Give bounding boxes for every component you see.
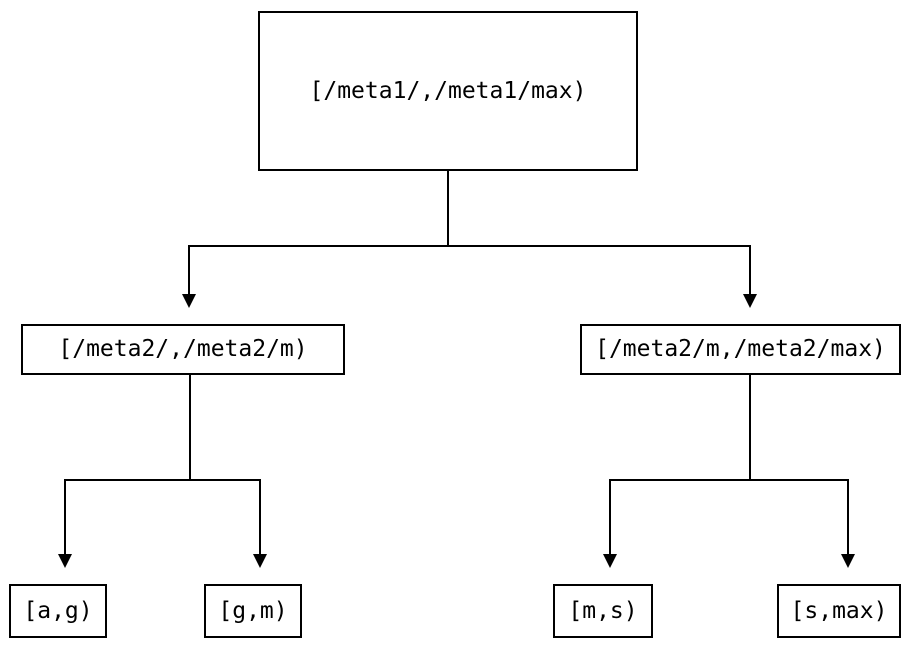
- arrowhead-root-to-l2-left: [182, 294, 196, 308]
- edge-l2-left-crossbar: [64, 479, 261, 481]
- edge-root-stem: [447, 170, 449, 247]
- arrowhead-l2-right-to-leaf-smax: [841, 554, 855, 568]
- tree-node-leaf-ms-label: [m,s): [568, 597, 638, 624]
- edge-l2-left-stem: [189, 375, 191, 481]
- tree-node-level2-left-label: [/meta2/,/meta2/m): [58, 336, 308, 362]
- tree-node-level2-right-label: [/meta2/m,/meta2/max): [595, 336, 886, 362]
- edge-l2-right-to-leaf-ms-drop: [609, 479, 611, 554]
- tree-node-leaf-gm[interactable]: [g,m): [204, 584, 302, 638]
- edge-l2-left-to-leaf-ag-drop: [64, 479, 66, 554]
- arrowhead-l2-left-to-leaf-ag: [58, 554, 72, 568]
- tree-node-leaf-smax[interactable]: [s,max): [777, 584, 901, 638]
- tree-node-root-label: [/meta1/,/meta1/max): [309, 77, 587, 104]
- edge-l2-right-to-leaf-smax-drop: [847, 479, 849, 554]
- tree-node-leaf-ag[interactable]: [a,g): [9, 584, 107, 638]
- tree-node-root[interactable]: [/meta1/,/meta1/max): [258, 11, 638, 171]
- tree-node-leaf-ms[interactable]: [m,s): [553, 584, 653, 638]
- arrowhead-root-to-l2-right: [743, 294, 757, 308]
- arrowhead-l2-left-to-leaf-gm: [253, 554, 267, 568]
- edge-l2-right-stem: [749, 375, 751, 481]
- tree-node-level2-left[interactable]: [/meta2/,/meta2/m): [21, 324, 345, 375]
- tree-node-leaf-ag-label: [a,g): [23, 597, 93, 624]
- tree-node-leaf-smax-label: [s,max): [790, 597, 888, 624]
- edge-root-to-l2-right-drop: [749, 245, 751, 294]
- edge-l2-left-to-leaf-gm-drop: [259, 479, 261, 554]
- arrowhead-l2-right-to-leaf-ms: [603, 554, 617, 568]
- edge-l2-right-crossbar: [609, 479, 849, 481]
- edge-root-to-l2-left-drop: [188, 245, 190, 294]
- tree-node-level2-right[interactable]: [/meta2/m,/meta2/max): [580, 324, 901, 375]
- edge-root-crossbar: [188, 245, 750, 247]
- tree-node-leaf-gm-label: [g,m): [218, 597, 288, 624]
